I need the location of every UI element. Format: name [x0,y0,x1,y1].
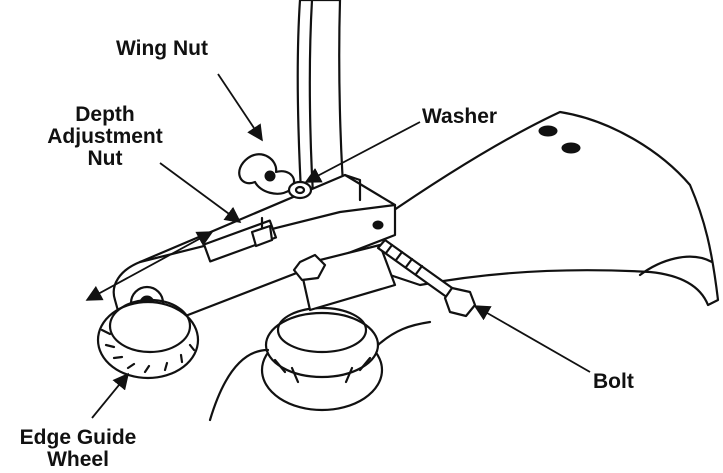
edge-guide-wheel-label: Edge Guide Wheel [0,427,156,471]
wing-nut-label: Wing Nut [116,38,208,60]
trimmer-head [208,306,432,422]
washer-label: Washer [422,106,497,128]
depth-nut-leader [159,162,242,223]
bolt-label: Bolt [593,371,634,393]
depth-label-line3: Nut [87,147,123,170]
depth-range-arrow [85,231,214,301]
washer-part [287,180,313,200]
bolt-leader [473,305,591,373]
wing-nut-label-text: Wing Nut [116,37,208,60]
depth-adjustment-nut-part [250,216,274,248]
wing-nut-part [238,153,296,195]
edge-label-line2: Wheel [47,448,109,471]
mounting-bracket [292,243,397,312]
edge-guide-wheel-part [96,298,200,380]
depth-adjustment-nut-label: Depth Adjustment Nut [40,104,170,170]
depth-label-line1: Depth [75,103,135,126]
depth-label-line2: Adjustment [47,125,163,148]
edge-label-line1: Edge Guide [19,426,137,449]
washer-label-text: Washer [422,105,498,128]
bolt-label-text: Bolt [593,370,634,393]
edge-guide-wheel-leader [91,372,130,419]
trimmer-guard [328,110,720,307]
bolt-part [376,238,477,318]
washer-leader [304,121,421,183]
wing-nut-leader [217,73,263,142]
